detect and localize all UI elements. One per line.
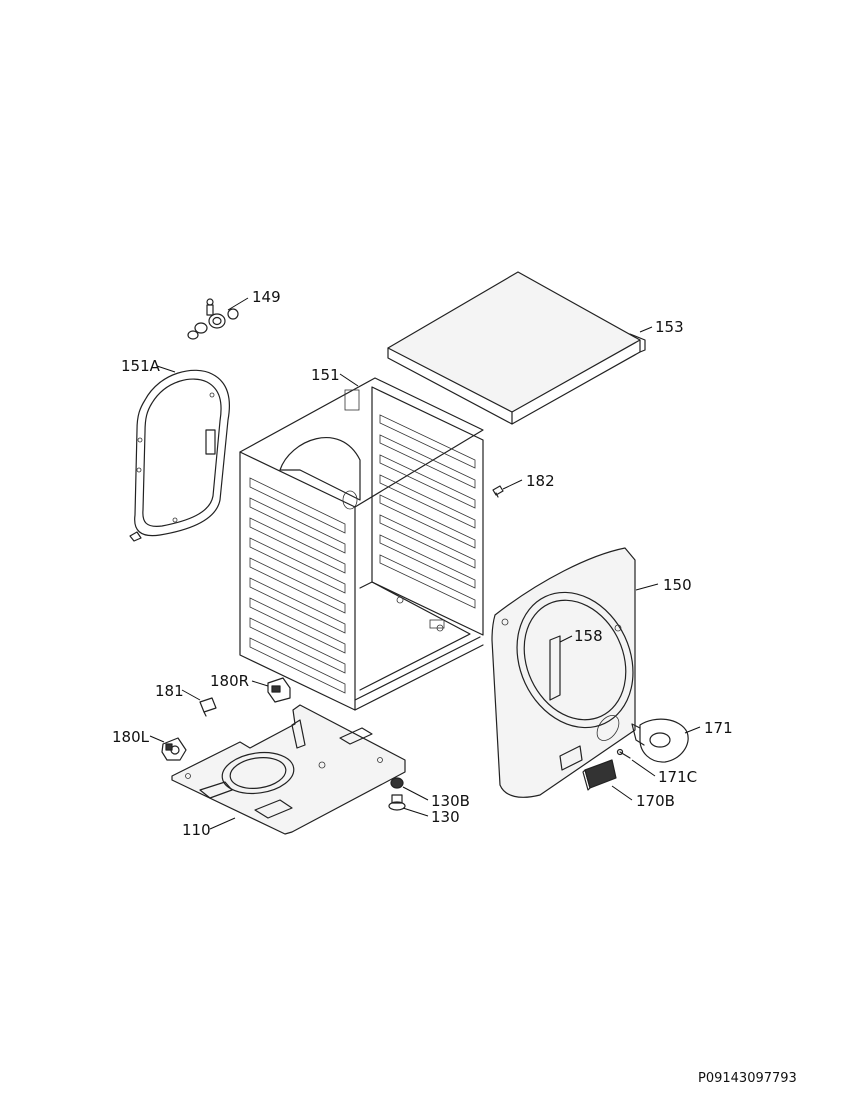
part-171-cover — [631, 718, 689, 763]
label-158: 158 — [574, 627, 603, 645]
part-149-hardware — [187, 298, 239, 340]
part-182-screw — [492, 485, 504, 498]
part-151-cabinet — [239, 377, 484, 711]
label-151: 151 — [311, 366, 340, 384]
label-153: 153 — [655, 318, 684, 336]
document-number: P09143097793 — [698, 1071, 797, 1086]
label-130B: 130B — [431, 792, 470, 810]
part-130B-foot — [390, 777, 404, 789]
part-153-top-panel — [387, 271, 646, 425]
part-110-base — [171, 704, 406, 835]
label-150: 150 — [663, 576, 692, 594]
part-170B-filter — [582, 759, 617, 791]
part-171C-pin — [616, 748, 631, 759]
part-180R-bracket — [267, 677, 291, 703]
label-170B: 170B — [636, 792, 675, 810]
label-171C: 171C — [658, 768, 697, 786]
label-130: 130 — [431, 808, 460, 826]
label-181: 181 — [155, 682, 184, 700]
label-151A: 151A — [121, 357, 161, 375]
right-panel-ribs — [379, 414, 476, 609]
label-180L: 180L — [112, 728, 150, 746]
part-130-foot — [388, 794, 406, 811]
left-panel-ribs — [249, 477, 346, 694]
label-149: 149 — [252, 288, 281, 306]
part-180L-bracket — [161, 737, 187, 761]
label-110: 110 — [182, 821, 211, 839]
part-181-clip — [199, 697, 217, 717]
label-182: 182 — [526, 472, 555, 490]
part-151A-frame — [129, 369, 231, 542]
label-171: 171 — [704, 719, 733, 737]
label-180R: 180R — [210, 672, 249, 690]
part-150-front-panel — [491, 547, 636, 798]
